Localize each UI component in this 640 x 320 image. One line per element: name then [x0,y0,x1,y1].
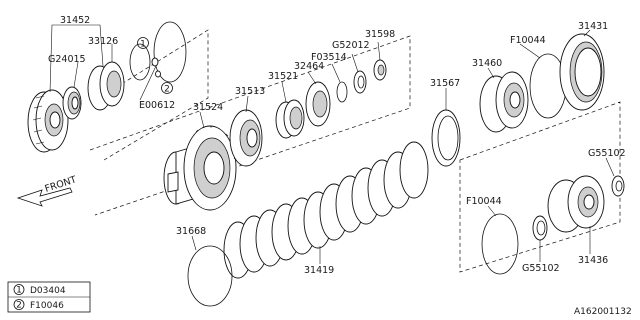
label-G24015: G24015 [48,54,86,65]
part-31419-plate-stack [223,141,429,279]
part-G55102-washer-right [611,175,625,197]
callout-1: 1 [137,37,149,50]
leader-lines [49,24,615,264]
part-G52012-seal [353,70,367,94]
label-31521: 31521 [268,71,298,82]
label-31452: 31452 [60,15,90,26]
svg-text:2: 2 [16,301,22,311]
part-31436-carrier [547,175,605,233]
svg-text:1: 1 [140,40,146,50]
label-32464: 32464 [294,61,324,72]
part-31668-snap-ring [187,245,233,307]
part-33126-hub [87,61,125,111]
part-snap-ring-callout [129,21,187,83]
legend-row-2: 2 F10046 [13,299,64,311]
label-31598: 31598 [365,29,395,40]
part-F10044-ring-bottom [481,213,519,275]
group-box-left [103,29,209,161]
front-label: FRONT [44,174,78,195]
svg-text:1: 1 [16,286,22,296]
label-31524: 31524 [193,102,223,113]
part-31567-plate [431,109,461,167]
label-31431: 31431 [578,21,608,32]
label-31436: 31436 [578,255,608,266]
callout-2: 2 [161,82,173,95]
part-G24015-bearing [62,86,82,120]
label-G55102-bottom: G55102 [522,263,560,274]
legend-row-1: 1 D03404 [13,284,66,296]
label-G55102-right: G55102 [588,148,626,159]
legend-code-2: F10046 [30,301,64,311]
label-G52012: G52012 [332,40,370,51]
part-32464-plate [305,81,331,127]
label-31513: 31513 [235,86,265,97]
group-box-right [459,101,621,273]
part-F03514-snap-ring [336,81,348,103]
part-31524-clutch-drum [163,125,237,211]
svg-text:2: 2 [164,85,170,95]
diagram-id: A162001132 [574,307,632,317]
part-31598-washer [373,59,387,81]
part-G55102-washer-bottom [532,215,548,241]
label-F03514: F03514 [311,52,347,63]
part-31452-drum [27,89,69,153]
label-31419: 31419 [304,265,334,276]
label-31460: 31460 [472,58,502,69]
part-31460-hub [479,71,529,133]
part-31521-spring [275,99,305,139]
front-arrow: FRONT [16,174,78,207]
label-E00612: E00612 [139,100,175,111]
part-31431-drum [559,33,605,111]
label-F10044-top: F10044 [510,35,546,46]
group-box-center [89,35,411,216]
legend-box: 1 D03404 2 F10046 [7,281,91,313]
label-33126: 33126 [88,36,118,47]
part-31513-piston [229,109,263,167]
label-31668: 31668 [176,226,206,237]
label-F10044-bottom: F10044 [466,196,502,207]
legend-code-1: D03404 [30,286,66,296]
label-31567: 31567 [430,78,460,89]
